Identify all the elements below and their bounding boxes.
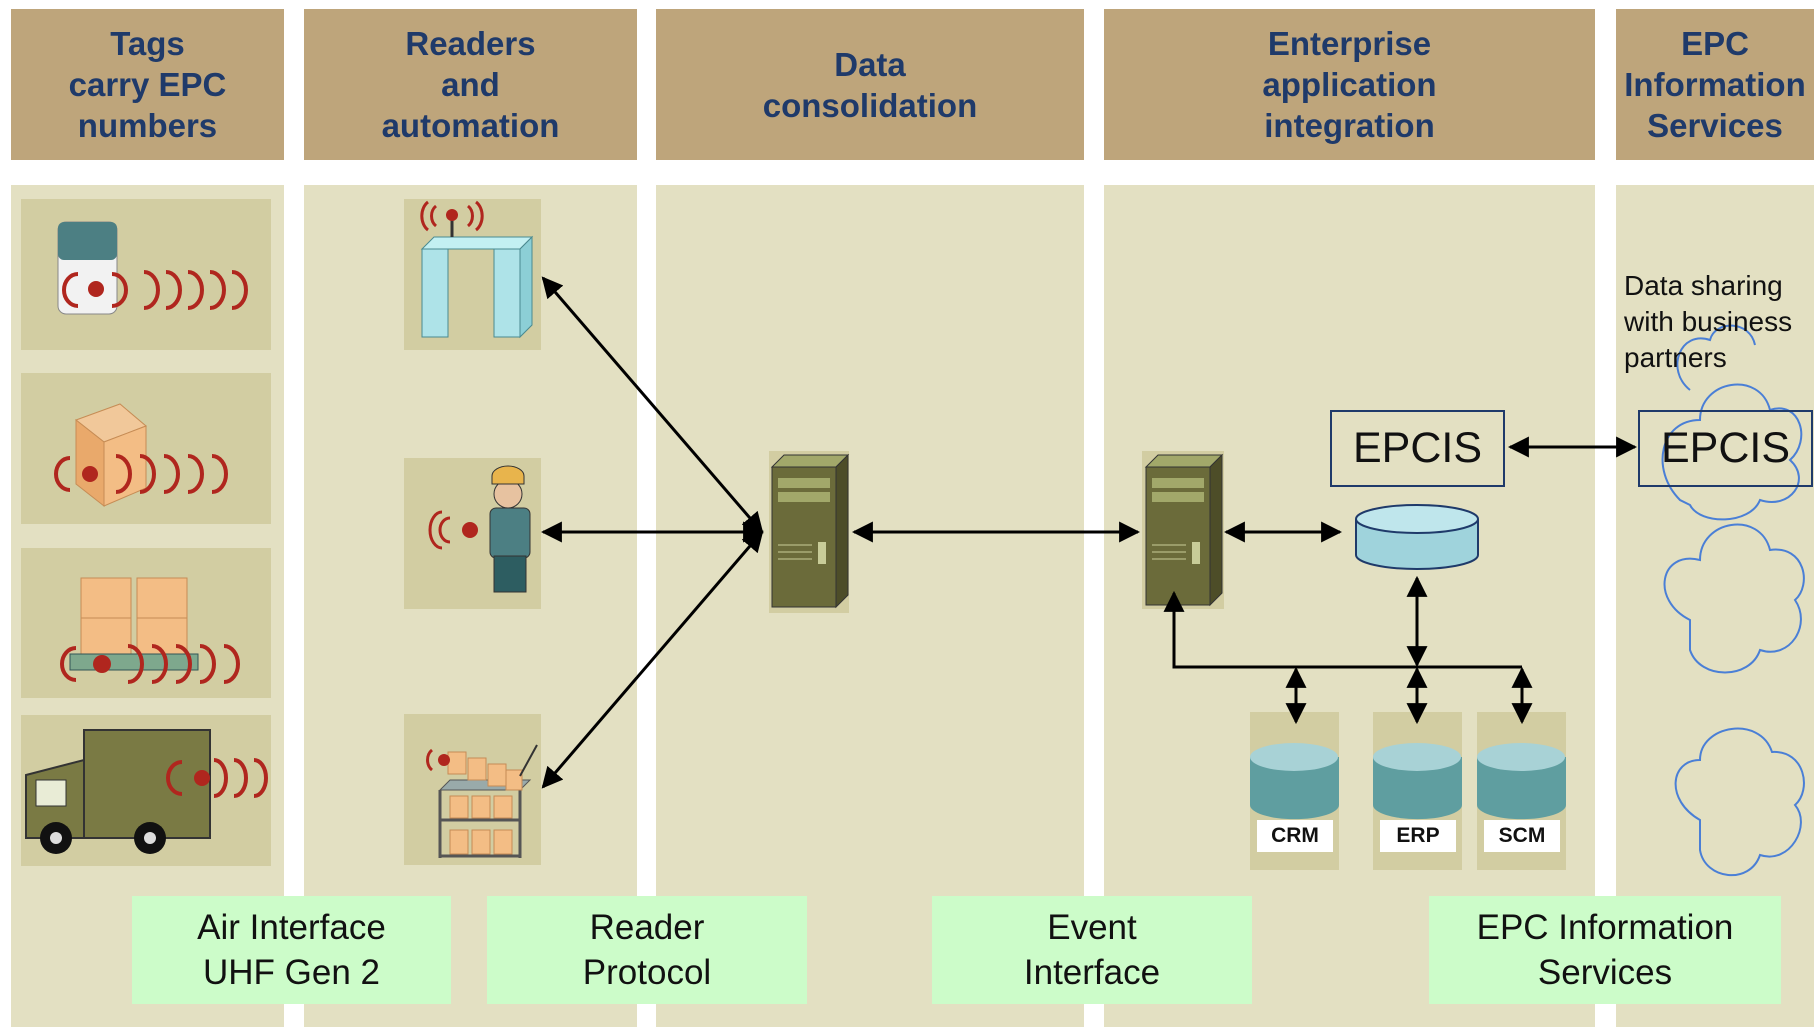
connectors — [540, 276, 1638, 789]
header-readers: Readers and automation — [304, 9, 637, 160]
lane-epc-services — [1616, 185, 1814, 1027]
protocol-event-interface: Event Interface — [932, 896, 1252, 1004]
shelf-reader-icon — [426, 744, 538, 858]
handheld-reader-icon — [428, 465, 531, 593]
portal-reader-icon — [420, 200, 534, 339]
partner-cloud-icon — [1661, 324, 1805, 877]
db-label-erp: ERP — [1380, 820, 1456, 852]
epcis-box-internal: EPCIS — [1330, 410, 1505, 487]
arrow-portal-to-server — [541, 276, 764, 534]
db-label-crm: CRM — [1257, 820, 1333, 852]
consolidation-server-icon — [770, 453, 850, 609]
erp-database-icon — [1373, 743, 1462, 820]
protocol-epc-information-services: EPC Information Services — [1429, 896, 1781, 1004]
header-data-consolidation: Data consolidation — [656, 9, 1084, 160]
db-label-scm: SCM — [1484, 820, 1560, 852]
protocol-air-interface: Air Interface UHF Gen 2 — [132, 896, 451, 1004]
protocol-reader: Reader Protocol — [487, 896, 807, 1004]
crm-database-icon — [1250, 743, 1339, 820]
can-tag-icon — [57, 221, 248, 315]
pallet-tag-icon — [60, 577, 240, 684]
epcis-box-partner: EPCIS — [1638, 410, 1813, 487]
header-enterprise: Enterprise application integration — [1104, 9, 1595, 160]
epcis-database-icon — [1355, 504, 1479, 570]
integration-server-icon — [1144, 453, 1224, 607]
bus-line — [1172, 596, 1522, 669]
arrow-shelf-to-server — [541, 530, 764, 789]
header-epc-services: EPC Information Services — [1616, 9, 1814, 160]
header-tags: Tags carry EPC numbers — [11, 9, 284, 160]
scm-database-icon — [1477, 743, 1566, 820]
sharing-note: Data sharing with business partners — [1624, 270, 1793, 373]
truck-tag-icon — [25, 729, 268, 854]
box-tag-icon — [54, 403, 228, 508]
